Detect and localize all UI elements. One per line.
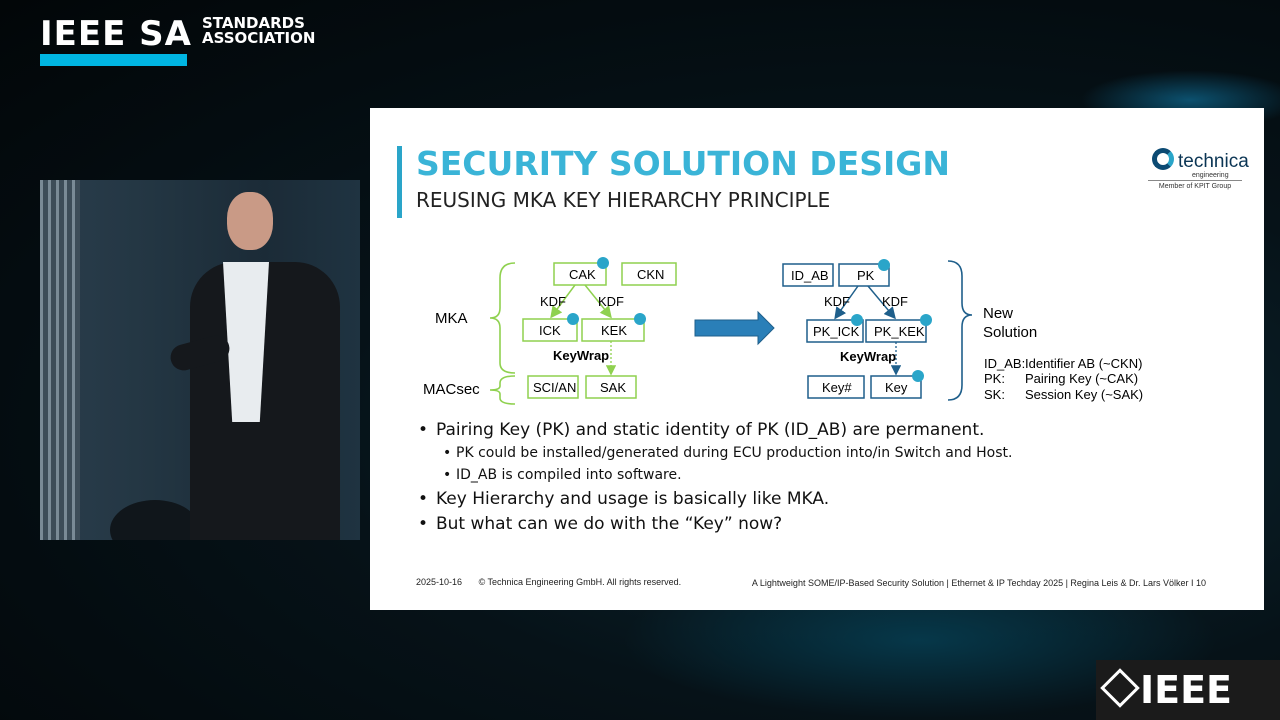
kdf-label-right-1: KDF [824,294,850,309]
key-icon [634,313,646,325]
legend-desc: Identifier AB (~CKN) [1025,356,1142,371]
bullet-item: Pairing Key (PK) and static identity of … [418,420,1236,440]
video-backdrop-stripes [40,180,80,540]
key-icon [567,313,579,325]
new-solution-brace [947,260,973,401]
kdf-label-right-2: KDF [882,294,908,309]
transition-arrow-icon [694,310,775,346]
box-sak [585,375,637,399]
legend-abbr: ID_AB: [984,356,1025,371]
legend-desc: Session Key (~SAK) [1025,387,1143,402]
footer-date: 2025-10-16 [416,577,463,587]
technica-logo: technica engineering Member of KPIT Grou… [1148,148,1249,192]
key-icon [851,314,863,326]
new-solution-label-2: Solution [983,324,1037,341]
footer-copyright: © Technica Engineering GmbH. All rights … [478,577,682,587]
svg-text:SCI/AN: SCI/AN [533,380,576,395]
box-pk [838,263,890,287]
arrow-cak-ick [550,284,576,319]
svg-text:Key: Key [885,380,908,395]
arrow-pk-pk-kek [867,285,896,320]
box-sci-an [527,375,579,399]
svg-text:ICK: ICK [539,323,561,338]
ieee-diamond-icon [1100,668,1140,708]
sub-bullet-item: ID_AB is compiled into software. [443,467,1236,483]
sub-bullet-item: PK could be installed/generated during E… [443,445,1236,461]
key-icon [920,314,932,326]
bullet-item: Key Hierarchy and usage is basically lik… [418,489,1236,509]
label-macsec: MACsec [423,381,480,398]
technica-logo-icon [1152,148,1174,170]
legend-abbr: SK: [984,387,1005,402]
box-cak [553,262,607,286]
box-ick [522,318,578,342]
slide-subtitle: REUSING MKA KEY HIERARCHY PRINCIPLE [416,188,831,212]
svg-text:PK_KEK: PK_KEK [874,324,925,339]
arrow-cak-kek [584,284,612,319]
svg-text:ID_AB: ID_AB [791,268,829,283]
ieee-sa-tagline: STANDARDS ASSOCIATION [202,14,316,47]
svg-text:Key#: Key# [822,380,852,395]
slide-footer-left: 2025-10-16 © Technica Engineering GmbH. … [416,577,695,587]
kdf-label-left-2: KDF [598,294,624,309]
svg-text:SAK: SAK [600,380,626,395]
ieee-corner-logo: IEEE [1096,660,1280,720]
key-icon [597,257,609,269]
slide-title: SECURITY SOLUTION DESIGN [416,144,951,183]
legend-desc: Pairing Key (~CAK) [1025,371,1138,386]
box-ckn [621,262,677,286]
keywrap-label-right: KeyWrap [840,349,896,364]
speaker-video [40,180,360,540]
arrow-pk-pk-ick [834,285,859,320]
label-mka: MKA [435,310,468,327]
key-icon [878,259,890,271]
kdf-label-left-1: KDF [540,294,566,309]
box-key [870,375,922,399]
svg-text:PK: PK [857,268,875,283]
new-solution-label-1: New [983,305,1013,322]
bullet-list: Pairing Key (PK) and static identity of … [416,420,1236,539]
box-key-hash [807,375,865,399]
mka-brace [489,262,516,374]
slide-footer-right: A Lightweight SOME/IP-Based Security Sol… [751,578,1206,588]
ieee-sa-underline [40,54,187,66]
box-id-ab [782,263,834,287]
presentation-slide: SECURITY SOLUTION DESIGN REUSING MKA KEY… [370,108,1264,610]
svg-text:KEK: KEK [601,323,627,338]
title-accent-bar [397,146,402,218]
box-pk-ick [806,319,864,343]
ieee-sa-wordmark: IEEE SA [40,14,192,54]
svg-text:PK_ICK: PK_ICK [813,324,860,339]
svg-text:CAK: CAK [569,267,596,282]
speaker-head [227,192,273,250]
keywrap-label-left: KeyWrap [553,348,609,363]
key-icon [912,370,924,382]
legend-abbr: PK: [984,371,1005,386]
svg-text:CKN: CKN [637,267,664,282]
box-kek [581,318,645,342]
key-hierarchy-diagram: MKA MACsec CAK CKN ICK KEK SCI/AN SAK KD… [423,257,1143,405]
audience-head-silhouette [110,500,200,540]
bullet-item: But what can we do with the “Key” now? [418,514,1236,534]
macsec-brace [489,375,516,405]
